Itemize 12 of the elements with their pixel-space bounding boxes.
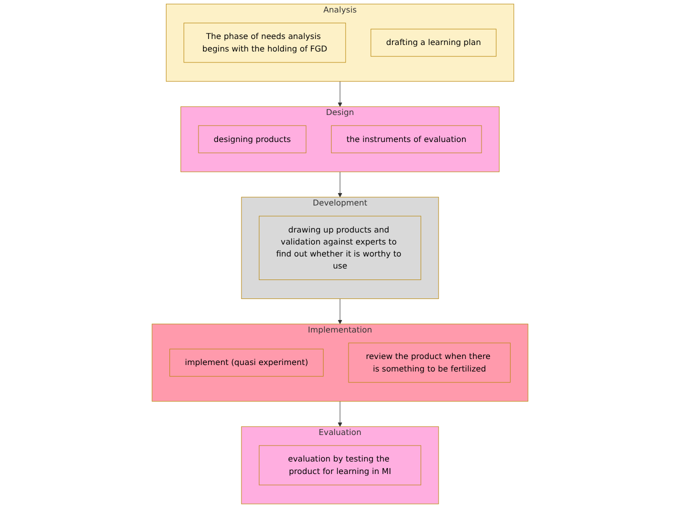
node-box: the instruments of evaluation (332, 125, 482, 154)
arrow (338, 81, 343, 107)
arrow (338, 172, 343, 198)
node-box: review the product when there is something to be fertilized (348, 342, 512, 383)
node-box: drawing up products and validation against experts to find out whether it is worthy to use (259, 216, 422, 280)
node-box: designing products (198, 125, 307, 154)
node-box: evaluation by testing the product for learning in MI (259, 445, 422, 486)
node-box: implement (quasi experiment) (170, 348, 324, 377)
node-box: drafting a learning plan (371, 28, 497, 57)
arrow (338, 401, 343, 427)
arrow (338, 298, 343, 324)
node-box: The phase of needs analysis begins with the holding of FGD (184, 22, 346, 63)
